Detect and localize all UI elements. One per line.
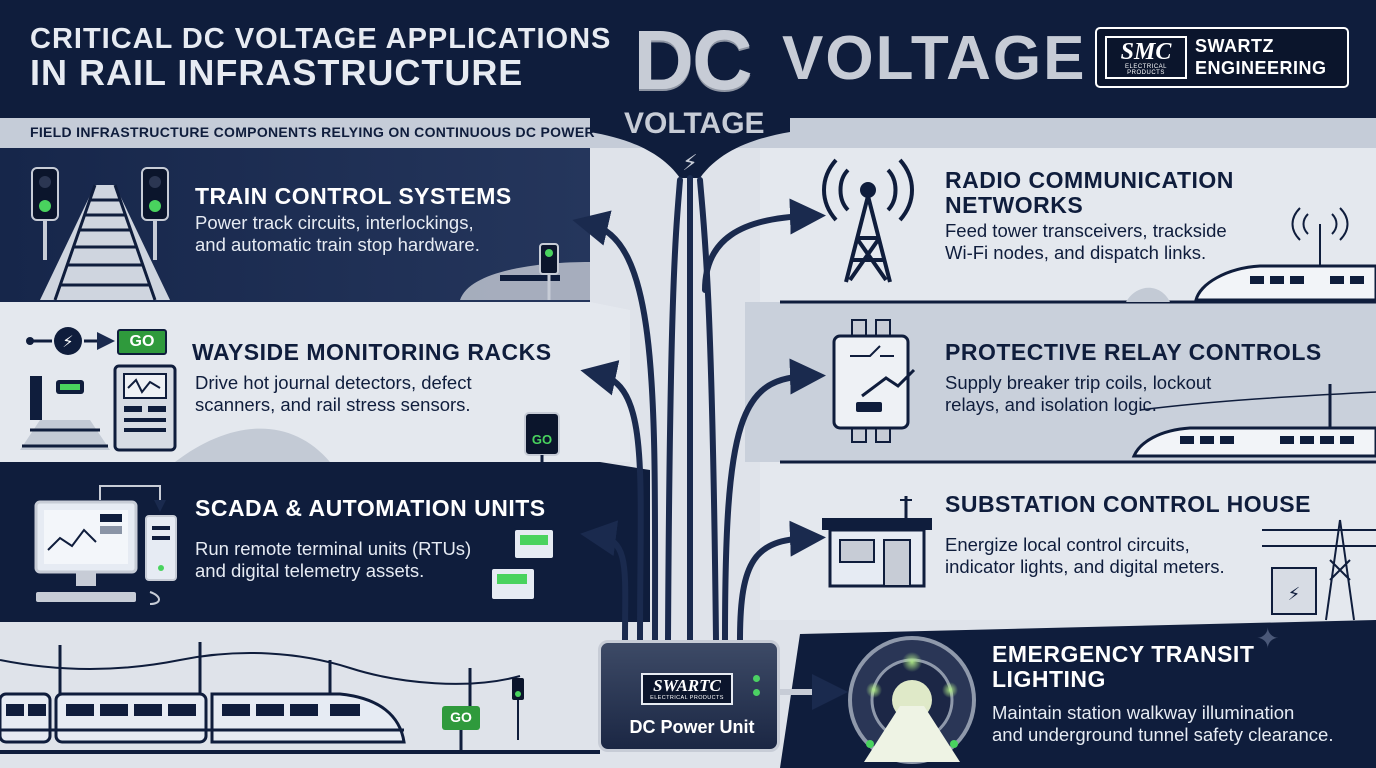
passenger-train-icon — [0, 692, 600, 754]
panel-radio-communication-networks: RADIO COMMUNICATION NETWORKS Feed tower … — [760, 148, 1376, 302]
desc-line: indicator lights, and digital meters. — [945, 556, 1225, 577]
desc-line: relays, and isolation logic. — [945, 394, 1157, 415]
go-sign-label: GO — [531, 432, 553, 447]
panel-description: Maintain station walkway illumination an… — [992, 702, 1333, 746]
subtitle: FIELD INFRASTRUCTURE COMPONENTS RELYING … — [30, 124, 595, 140]
logo-mark: SMC ELECTRICAL PRODUCTS — [1105, 36, 1187, 79]
panel-emergency-transit-lighting: EMERGENCY TRANSIT LIGHTING Maintain stat… — [780, 620, 1376, 768]
panel-title: SUBSTATION CONTROL HOUSE — [945, 491, 1311, 517]
logo-name-line-2: ENGINEERING — [1195, 58, 1327, 78]
main-title: CRITICAL DC VOLTAGE APPLICATIONS IN RAIL… — [30, 22, 630, 93]
panel-title: WAYSIDE MONITORING RACKS — [192, 339, 552, 365]
dc-unit-badge: SWARTC ELECTRICAL PRODUCTS — [641, 673, 733, 705]
title-line: LIGHTING — [992, 666, 1106, 692]
dc-heading: DC — [633, 13, 752, 107]
panel-title: TRAIN CONTROL SYSTEMS — [195, 183, 512, 209]
company-logo: SMC ELECTRICAL PRODUCTS SWARTZ ENGINEERI… — [1095, 27, 1349, 88]
logo-name-line-1: SWARTZ — [1195, 36, 1274, 56]
logo-name: SWARTZ ENGINEERING — [1195, 35, 1345, 79]
desc-line: Drive hot journal detectors, defect — [195, 372, 472, 393]
panel-description: Feed tower transceivers, trackside Wi-Fi… — [945, 220, 1227, 264]
dc-unit-mark: SWARTC — [653, 676, 721, 695]
status-led — [753, 689, 760, 696]
desc-line: scanners, and rail stress sensors. — [195, 394, 471, 415]
title-line: NETWORKS — [945, 192, 1084, 218]
desc-line: Power track circuits, interlockings, — [195, 212, 474, 233]
panel-bg-train-scene — [0, 622, 600, 768]
panel-protective-relay-controls: PROTECTIVE RELAY CONTROLS Supply breaker… — [760, 302, 1376, 462]
voltage-heading: VOLTAGE — [782, 24, 1087, 93]
panel-title: RADIO COMMUNICATION NETWORKS — [945, 168, 1234, 218]
dc-power-unit: SWARTC ELECTRICAL PRODUCTS DC Power Unit — [598, 640, 780, 752]
title-line-2: IN RAIL INFRASTRUCTURE — [30, 52, 524, 93]
desc-line: Maintain station walkway illumination — [992, 702, 1295, 723]
lightning-icon: ⚡ — [682, 151, 697, 176]
dc-unit-label: DC Power Unit — [629, 717, 755, 737]
panel-scada-automation-units: SCADA & AUTOMATION UNITS Run remote term… — [0, 462, 600, 622]
panel-title: SCADA & AUTOMATION UNITS — [195, 495, 546, 521]
dc-unit-mark-sub: ELECTRICAL PRODUCTS — [650, 695, 724, 701]
title-line: RADIO COMMUNICATION — [945, 167, 1234, 193]
panel-description: Power track circuits, interlockings, and… — [195, 212, 480, 256]
go-sign-label: GO — [450, 709, 472, 725]
panel-description: Run remote terminal units (RTUs) and dig… — [195, 538, 471, 582]
logo-mark-text: SMC — [1120, 39, 1172, 65]
desc-line: Run remote terminal units (RTUs) — [195, 538, 472, 559]
panel-description: Drive hot journal detectors, defect scan… — [195, 372, 472, 416]
status-led — [753, 675, 760, 682]
go-sign-label: GO — [117, 329, 167, 355]
desc-line: Energize local control circuits, — [945, 534, 1190, 555]
panel-substation-control-house: SUBSTATION CONTROL HOUSE Energize local … — [760, 462, 1376, 620]
desc-line: and automatic train stop hardware. — [195, 234, 480, 255]
title-line-1: CRITICAL DC VOLTAGE APPLICATIONS — [30, 23, 612, 55]
desc-line: and underground tunnel safety clearance. — [992, 724, 1334, 745]
logo-mark-sub: ELECTRICAL PRODUCTS — [1124, 64, 1167, 76]
panel-title: EMERGENCY TRANSIT LIGHTING — [992, 642, 1254, 692]
dc-subheading: VOLTAGE — [624, 107, 765, 140]
panel-description: Energize local control circuits, indicat… — [945, 534, 1225, 578]
panel-title: PROTECTIVE RELAY CONTROLS — [945, 339, 1322, 365]
title-line: EMERGENCY TRANSIT — [992, 641, 1255, 667]
panel-wayside-monitoring-racks: WAYSIDE MONITORING RACKS Drive hot journ… — [0, 302, 590, 462]
signal-light-icon — [512, 678, 524, 740]
desc-line: and digital telemetry assets. — [195, 560, 425, 581]
desc-line: Feed tower transceivers, trackside — [945, 220, 1227, 241]
panel-description: Supply breaker trip coils, lockout relay… — [945, 372, 1211, 416]
desc-line: Supply breaker trip coils, lockout — [945, 372, 1212, 393]
panel-train-control-systems: TRAIN CONTROL SYSTEMS Power track circui… — [0, 148, 590, 302]
desc-line: Wi-Fi nodes, and dispatch links. — [945, 242, 1207, 263]
